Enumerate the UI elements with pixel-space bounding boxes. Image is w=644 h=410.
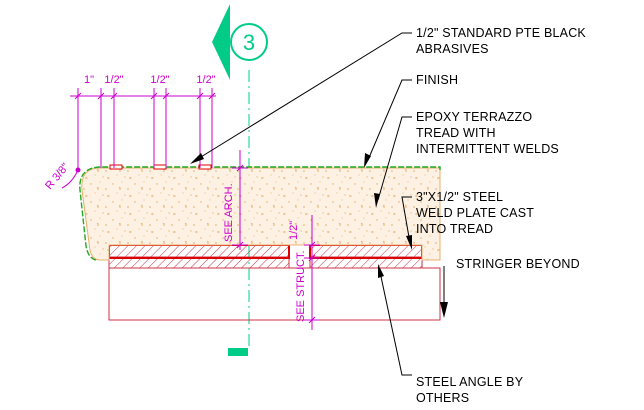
dim-top-3: 1/2"	[150, 74, 169, 86]
note-terrazzo: EPOXY TERRAZZO TREAD WITH INTERMITTENT W…	[416, 110, 559, 156]
radius-marker	[75, 167, 81, 173]
note-weld-plate-line-3: INTO TREAD	[416, 222, 493, 236]
note-steel-angle-line-2: OTHERS	[416, 391, 469, 405]
stringer-beyond	[108, 267, 441, 321]
finish-line	[79, 166, 441, 261]
dim-top-2: 1/2"	[104, 74, 123, 86]
note-finish-line-1: FINISH	[416, 73, 458, 87]
weld-plate	[108, 244, 423, 259]
note-terrazzo-line-3: INTERMITTENT WELDS	[416, 142, 559, 156]
dim-top-1: 1"	[84, 74, 94, 86]
note-weld-plate: 3"X1/2" STEEL WELD PLATE CAST INTO TREAD	[416, 190, 534, 236]
terrazzo-tread	[81, 167, 441, 261]
detail-tag: 3	[212, 4, 268, 80]
dim-radius: R 3/8"	[43, 161, 72, 192]
note-abrasives-line-1: 1/2" STANDARD PTE BLACK	[416, 26, 586, 40]
note-abrasives: 1/2" STANDARD PTE BLACK ABRASIVES	[416, 26, 586, 56]
note-steel-angle-line-1: STEEL ANGLE BY	[416, 375, 524, 389]
note-terrazzo-line-2: TREAD WITH	[416, 126, 496, 140]
dim-see-arch: SEE ARCH.	[223, 183, 235, 242]
note-abrasives-line-2: ABRASIVES	[416, 42, 489, 56]
dim-half-inch: 1/2"	[288, 221, 300, 240]
leader-arrowheads	[190, 153, 448, 318]
note-stringer: STRINGER BEYOND	[456, 257, 580, 271]
detail-tag-number: 3	[243, 30, 255, 55]
note-steel-angle: STEEL ANGLE BY OTHERS	[416, 375, 524, 405]
note-finish: FINISH	[416, 73, 458, 87]
note-stringer-line-1: STRINGER BEYOND	[456, 257, 580, 271]
leader-lines	[195, 32, 445, 376]
note-terrazzo-line-1: EPOXY TERRAZZO	[416, 110, 532, 124]
dim-top-4: 1/2"	[196, 74, 215, 86]
note-weld-plate-line-1: 3"X1/2" STEEL	[416, 190, 503, 204]
dim-see-struct: SEE STRUCT.	[295, 250, 307, 322]
note-weld-plate-line-2: WELD PLATE CAST	[416, 206, 534, 220]
